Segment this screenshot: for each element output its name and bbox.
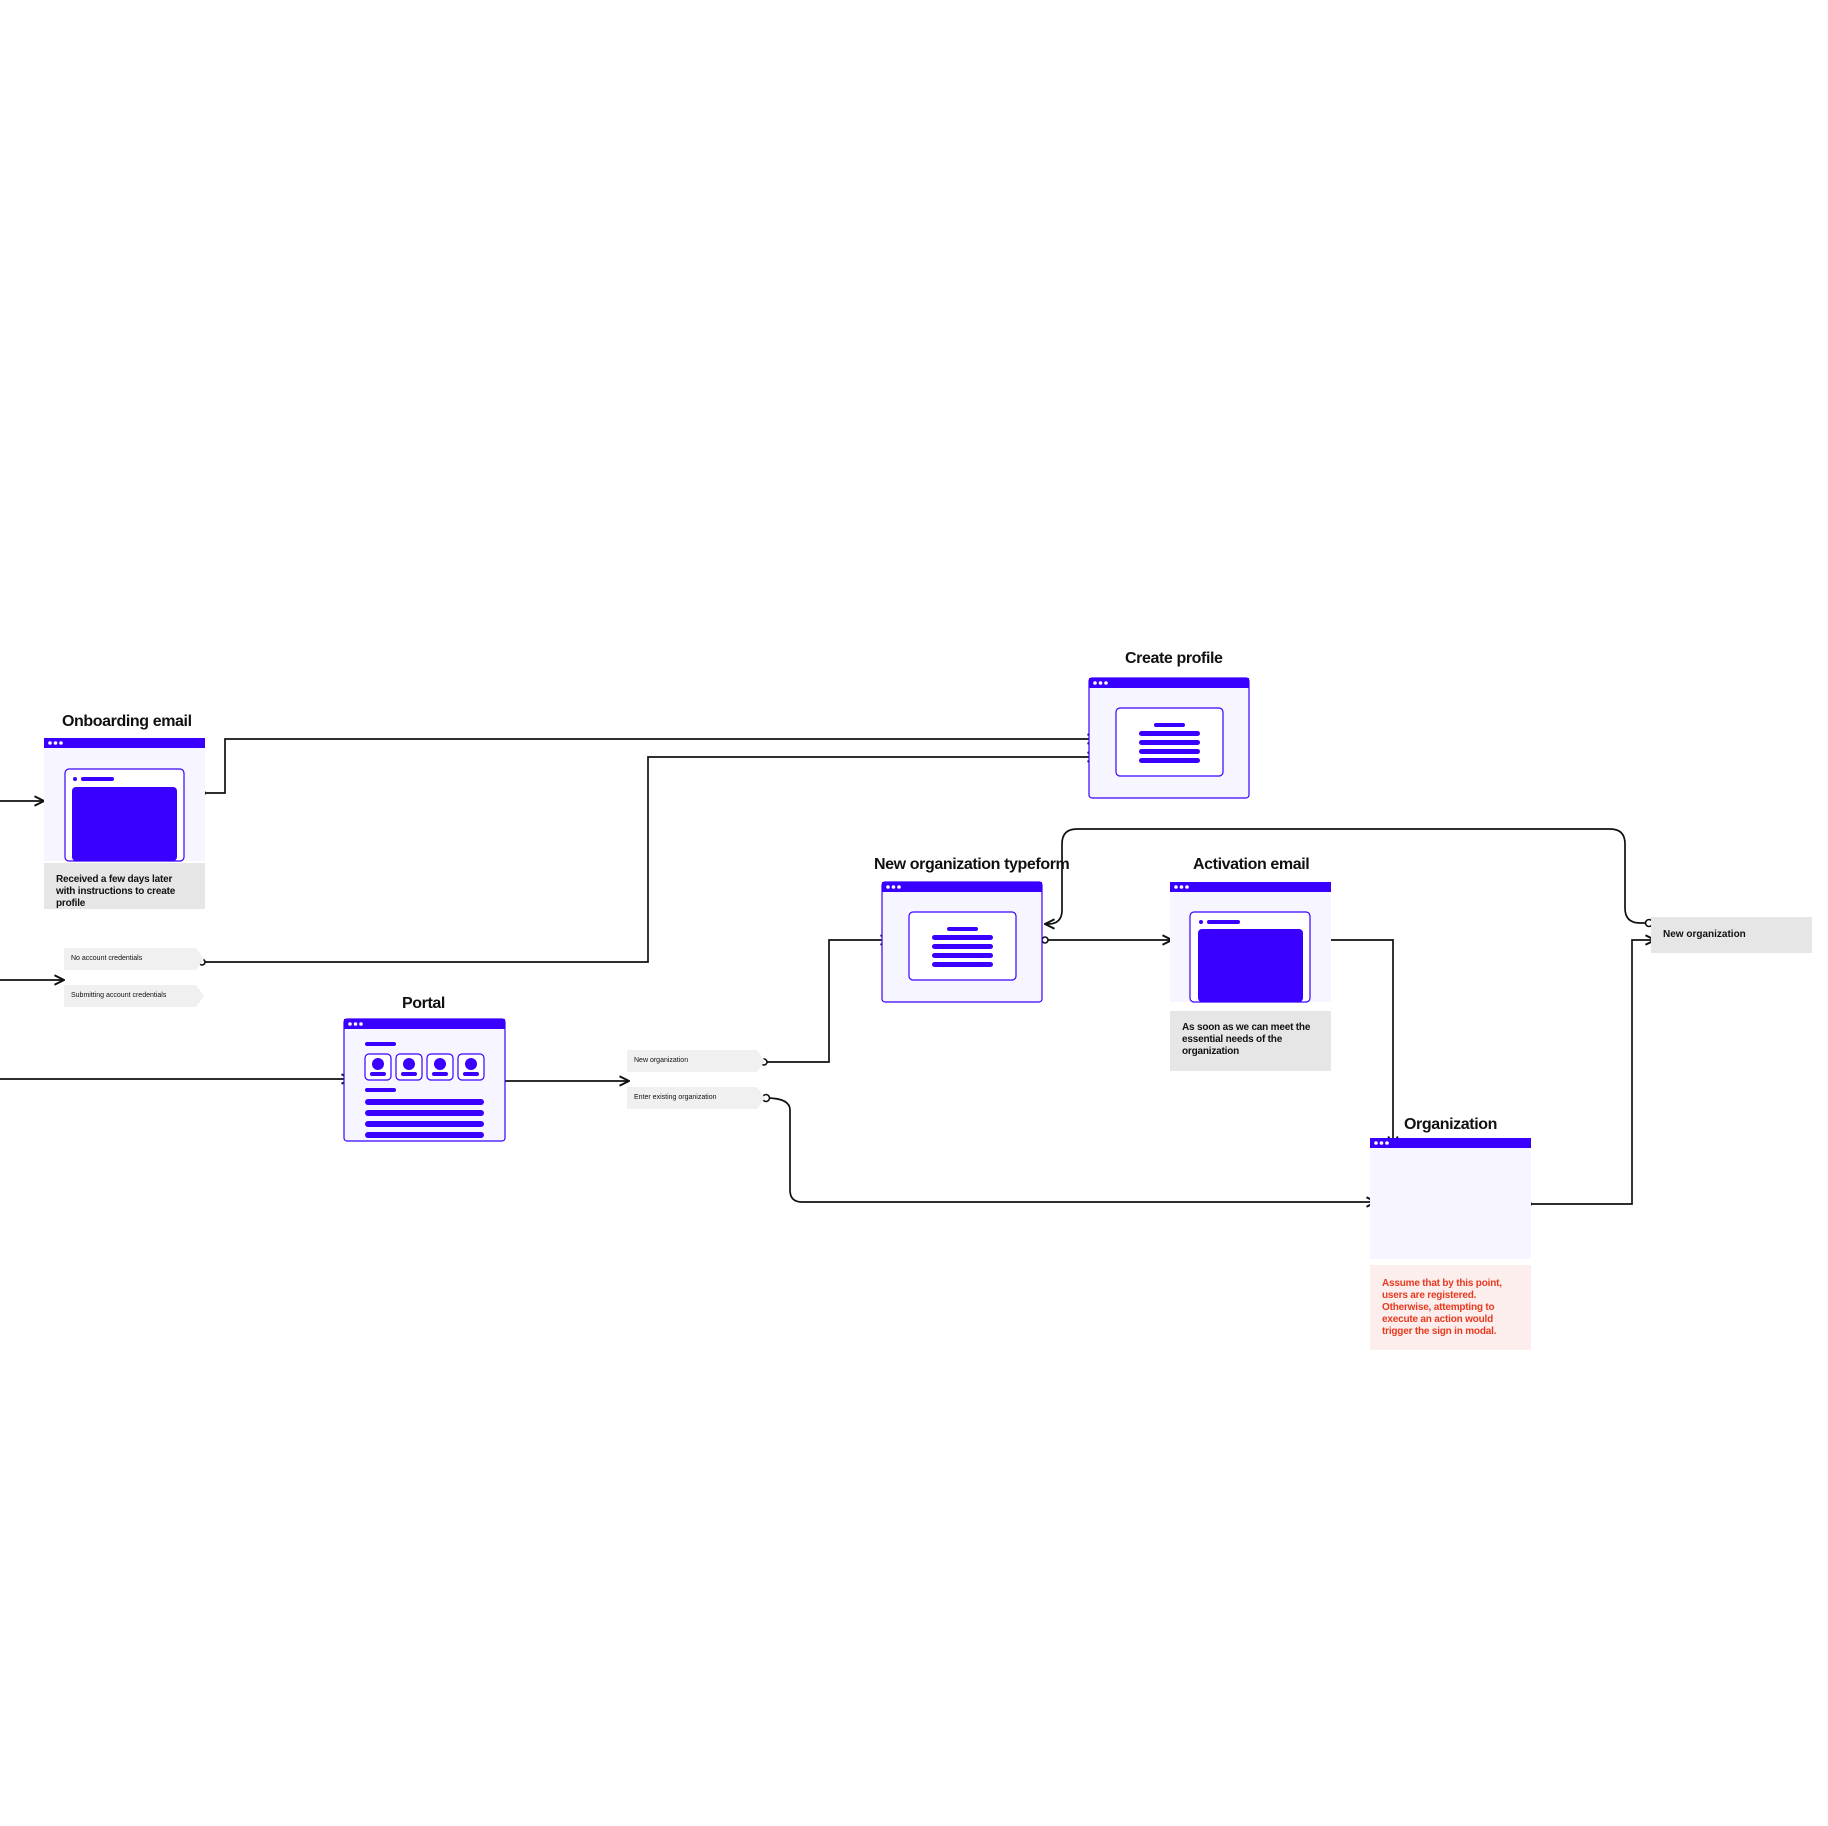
branch-submitting-account-credentials[interactable]: Submitting account credentials xyxy=(71,992,167,999)
screen-activation-email[interactable] xyxy=(1170,882,1331,1003)
avatar-tile-1 xyxy=(364,1053,392,1081)
screen-onboarding-email[interactable] xyxy=(44,738,205,862)
connector-onboarding-to-create-profile xyxy=(202,739,1097,794)
organization-title: Organization xyxy=(1404,1116,1497,1133)
screen-portal[interactable] xyxy=(343,1018,506,1142)
connector-activation-to-organization xyxy=(1327,939,1393,1146)
organization-warning-note: Assume that by this point, users are reg… xyxy=(1370,1265,1531,1350)
branch-tag-shapes xyxy=(64,948,765,1109)
connector-no-credentials-to-create-profile xyxy=(202,757,1097,963)
avatar-tile-3 xyxy=(426,1053,454,1081)
form-lines-icon xyxy=(908,911,1017,981)
screen-new-organization-typeform[interactable] xyxy=(881,881,1043,1003)
connector-organization-to-new-org xyxy=(1528,940,1655,1205)
connector-new-org-loop-to-typeform xyxy=(1045,828,1649,924)
onboarding-email-title: Onboarding email xyxy=(62,713,192,730)
email-preview-icon xyxy=(64,768,185,862)
avatar-tile-2 xyxy=(395,1053,423,1081)
connector-existing-org-to-organization xyxy=(765,1097,1376,1202)
form-lines-icon xyxy=(1115,707,1224,777)
branch-new-organization[interactable]: New organization xyxy=(634,1057,689,1064)
connector-lines xyxy=(0,739,1655,1204)
onboarding-note: Received a few days later with instructi… xyxy=(44,863,205,909)
branch-no-account-credentials[interactable]: No account credentials xyxy=(71,955,143,962)
create-profile-title: Create profile xyxy=(1125,650,1223,667)
port-typeform-out xyxy=(1041,936,1049,944)
portal-title: Portal xyxy=(402,995,445,1012)
dashboard-preview-icon xyxy=(364,1042,485,1138)
connector-new-org-to-typeform xyxy=(764,940,890,1063)
screen-create-profile[interactable] xyxy=(1088,677,1250,799)
email-preview-icon xyxy=(1189,911,1311,1003)
branch-new-organization-right[interactable]: New organization xyxy=(1651,917,1812,953)
branch-enter-existing-organization[interactable]: Enter existing organization xyxy=(634,1094,717,1101)
new-organization-typeform-title: New organization typeform xyxy=(874,856,1070,873)
screen-organization[interactable] xyxy=(1370,1138,1531,1259)
activation-email-title: Activation email xyxy=(1193,856,1310,873)
activation-note: As soon as we can meet the essential nee… xyxy=(1170,1011,1331,1071)
avatar-tile-4 xyxy=(457,1053,485,1081)
